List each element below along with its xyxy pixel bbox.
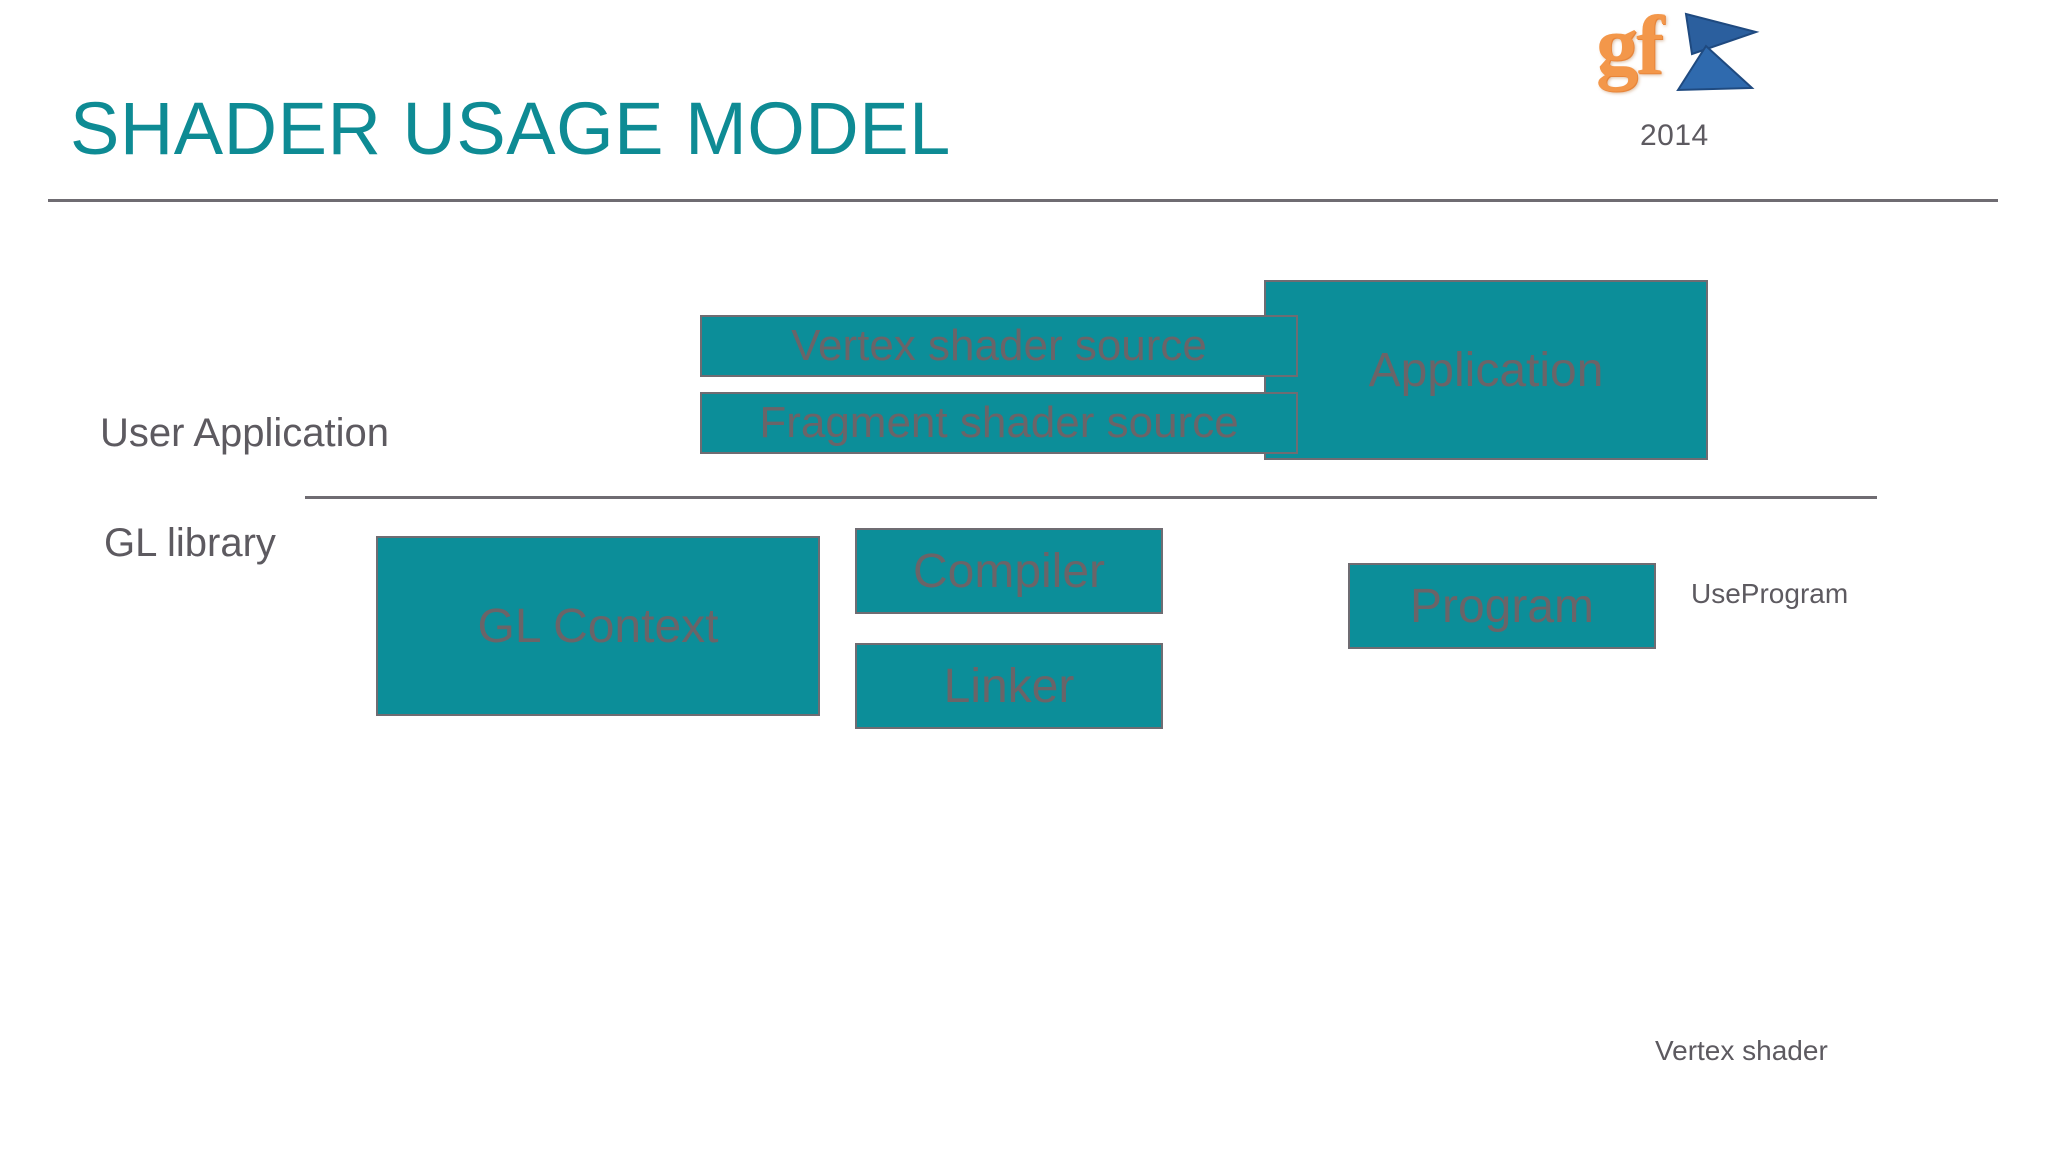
logo-wordmark: gf xyxy=(1596,0,1664,92)
diagram-node-application-label: Application xyxy=(1368,343,1604,397)
title-divider xyxy=(48,199,1998,202)
diagram-node-linker[interactable]: Linker xyxy=(855,643,1163,729)
diagram-node-fragment-shader-source-label: Fragment shader source xyxy=(759,398,1239,447)
gfx-logo: gf xyxy=(1596,2,1796,112)
diagram-node-vertex-shader-source[interactable]: Vertex shader source xyxy=(700,315,1298,377)
logo-triangle-bottom-icon xyxy=(1676,44,1755,92)
diagram-node-fragment-shader-source[interactable]: Fragment shader source xyxy=(700,392,1298,454)
layer-label-gl-library: GL library xyxy=(104,521,276,565)
diagram-node-vertex-shader-source-label: Vertex shader source xyxy=(791,321,1207,370)
logo-triangle-top-icon xyxy=(1684,12,1760,56)
diagram-node-compiler-label: Compiler xyxy=(912,544,1106,598)
layer-divider xyxy=(305,496,1877,499)
diagram-node-compiler[interactable]: Compiler xyxy=(855,528,1163,614)
logo-year: 2014 xyxy=(1640,119,1709,152)
annotation-useprogram: UseProgram xyxy=(1691,578,1849,609)
diagram-node-application[interactable]: Application xyxy=(1264,280,1708,460)
page-title: SHADER USAGE MODEL xyxy=(70,87,951,170)
diagram-node-gl-context[interactable]: GL Context xyxy=(376,536,820,716)
diagram-node-program[interactable]: Program xyxy=(1348,563,1656,649)
annotation-vertex-shader: Vertex shader xyxy=(1655,1035,1828,1066)
diagram-node-gl-context-label: GL Context xyxy=(477,599,719,653)
diagram-node-linker-label: Linker xyxy=(943,659,1075,713)
layer-label-user-application: User Application xyxy=(100,411,390,455)
diagram-node-program-label: Program xyxy=(1409,579,1595,633)
